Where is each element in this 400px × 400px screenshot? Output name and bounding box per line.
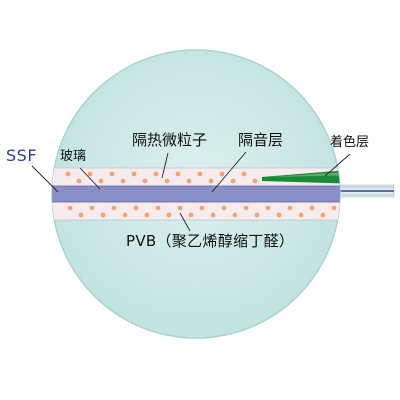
heat-particle xyxy=(153,171,159,177)
heat-particle xyxy=(122,212,128,218)
heat-particle xyxy=(252,178,258,184)
heat-particle xyxy=(219,171,225,177)
heat-particle xyxy=(133,205,139,211)
heat-particle xyxy=(155,205,161,211)
heat-particle xyxy=(197,171,203,177)
heat-particle xyxy=(177,205,183,211)
heat-particle xyxy=(109,171,115,177)
heat-particle xyxy=(331,205,337,211)
pvb-label: PVB（聚乙烯醇缩丁醛） xyxy=(126,232,295,250)
heat-particle xyxy=(89,205,95,211)
heat-particle xyxy=(298,212,304,218)
heat-particles-label: 隔热微粒子 xyxy=(132,131,208,149)
leader-glass xyxy=(79,167,101,190)
heat-particle xyxy=(120,178,126,184)
heat-particle xyxy=(230,178,236,184)
heat-particle xyxy=(98,178,104,184)
heat-particle xyxy=(111,205,117,211)
heat-particle xyxy=(320,212,326,218)
sound-layer xyxy=(52,186,340,202)
heat-particle xyxy=(241,171,247,177)
leader-pvb xyxy=(179,212,191,232)
heat-particle xyxy=(232,212,238,218)
heat-particle xyxy=(287,205,293,211)
heat-particle xyxy=(265,205,271,211)
glass-label: 玻璃 xyxy=(60,149,87,164)
heat-particle xyxy=(87,171,93,177)
heat-particle xyxy=(76,178,82,184)
pvb-layer-bottom xyxy=(52,202,340,220)
heat-particle xyxy=(166,212,172,218)
heat-particle xyxy=(100,212,106,218)
leader-sound-layer xyxy=(211,151,247,193)
heat-particle xyxy=(210,212,216,218)
heat-particle xyxy=(164,178,170,184)
leader-heat-particles xyxy=(161,152,169,179)
heat-particle xyxy=(199,205,205,211)
heat-particle xyxy=(188,212,194,218)
heat-particle xyxy=(65,171,71,177)
heat-particle xyxy=(221,205,227,211)
heat-particle xyxy=(78,212,84,218)
heat-particle xyxy=(309,205,315,211)
heat-particle xyxy=(186,178,192,184)
heat-particle xyxy=(67,205,73,211)
heat-particle xyxy=(208,178,214,184)
heat-particle xyxy=(254,212,260,218)
ssf-label: SSF xyxy=(6,146,38,165)
tint-layer-label: 着色层 xyxy=(330,135,370,150)
heat-particle xyxy=(142,178,148,184)
heat-particle xyxy=(175,171,181,177)
heat-particle xyxy=(243,205,249,211)
sound-layer-label: 隔音层 xyxy=(238,131,284,149)
heat-particles-group xyxy=(65,171,337,218)
heat-particle xyxy=(131,171,137,177)
tint-layer-highlight xyxy=(270,171,340,177)
heat-particle xyxy=(144,212,150,218)
leader-tint-layer xyxy=(324,153,351,177)
heat-particle xyxy=(276,212,282,218)
leader-ssf xyxy=(31,165,59,193)
